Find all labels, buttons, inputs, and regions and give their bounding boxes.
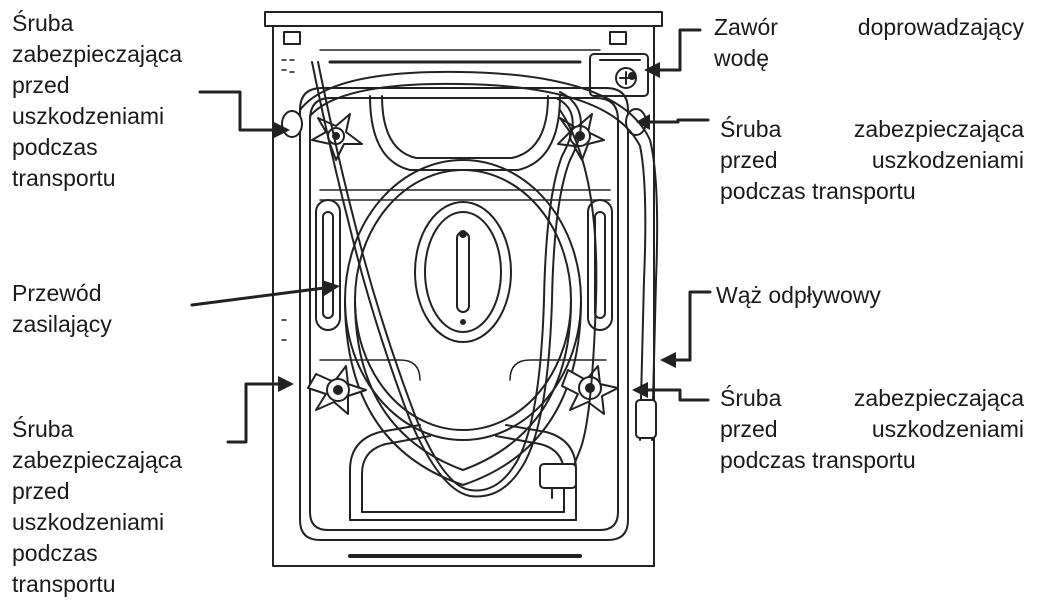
- label-line: transportu: [12, 571, 116, 597]
- label-line: wodę: [714, 45, 769, 71]
- label-line: przed: [12, 72, 70, 98]
- label-line: Śruba: [12, 10, 74, 36]
- label-line: podczas transportu: [720, 178, 916, 204]
- label-line: uszkodzeniami: [12, 103, 165, 129]
- label-line: zasilający: [12, 311, 112, 337]
- transport-bolt-bottom-left: [307, 365, 367, 415]
- label-line: Przewód: [12, 280, 102, 306]
- label-line: przed: [12, 478, 70, 504]
- water-inlet-valve: [589, 53, 649, 97]
- label-transport-bolt-bottom-right: Śruba zabezpieczająca przed uszkodzeniam…: [720, 383, 1024, 476]
- label-line: przed uszkodzeniami: [720, 416, 1024, 442]
- label-drain-hose: Wąż odpływowy: [716, 280, 881, 311]
- label-line: Śruba: [12, 416, 74, 442]
- label-line: transportu: [12, 165, 116, 191]
- annotation-lines: [190, 28, 712, 444]
- power-cord: [311, 61, 598, 499]
- label-line: uszkodzeniami: [12, 509, 165, 535]
- label-line: Śruba zabezpieczająca: [720, 116, 1024, 142]
- label-water-valve: Zawór doprowadzający wodę: [714, 12, 1024, 74]
- label-line: Wąż odpływowy: [716, 282, 881, 308]
- machine-back-panel: [264, 11, 663, 567]
- label-line: Zawór doprowadzający: [714, 14, 1024, 40]
- center-oval: [414, 201, 512, 343]
- label-line: Śruba zabezpieczająca: [720, 385, 1024, 411]
- label-power-cord: Przewód zasilający: [12, 278, 112, 340]
- label-transport-bolt-top-left: Śruba zabezpieczająca przed uszkodzeniam…: [12, 8, 182, 194]
- label-transport-bolt-bottom-left: Śruba zabezpieczająca przed uszkodzeniam…: [12, 414, 182, 600]
- label-line: podczas transportu: [720, 447, 916, 473]
- label-line: podczas: [12, 134, 98, 160]
- bottom-cradle: [349, 424, 577, 521]
- label-line: zabezpieczająca: [12, 41, 183, 67]
- transport-bolt-top-left: [281, 110, 363, 161]
- label-line: przed uszkodzeniami: [720, 147, 1024, 173]
- side-vent-slots: [315, 199, 613, 331]
- drain-hose: [299, 70, 659, 441]
- back-cover-frame: [299, 87, 629, 541]
- label-transport-bolt-top-right: Śruba zabezpieczająca przed uszkodzeniam…: [720, 114, 1024, 207]
- label-line: zabezpieczająca: [12, 447, 183, 473]
- label-line: podczas: [12, 540, 98, 566]
